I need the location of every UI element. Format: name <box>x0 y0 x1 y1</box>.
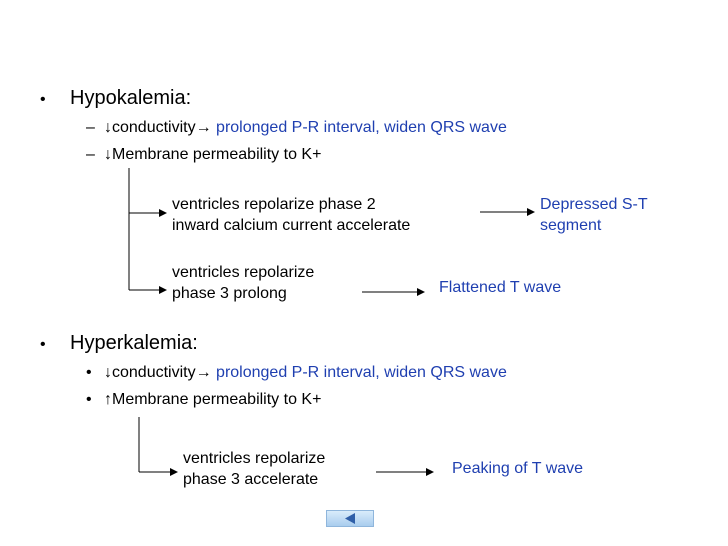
conductivity-label: conductivity→ <box>112 364 217 381</box>
conductivity-effect: prolonged P-R interval, widen QRS wave <box>216 364 507 381</box>
hyper-conductivity-line: ↓conductivity→ prolonged P-R interval, w… <box>104 364 507 382</box>
down-arrow-icon: ↓ <box>104 364 112 381</box>
nav-back-button[interactable] <box>326 510 374 527</box>
down-arrow-icon: ↓ <box>104 146 112 163</box>
hyperkalemia-heading: Hyperkalemia: <box>70 332 198 354</box>
branch2-line2: phase 3 prolong <box>172 285 287 302</box>
hypo-branch1-text: ventricles repolarize phase 2 inward cal… <box>172 194 410 236</box>
hyper-branch-result: Peaking of T wave <box>452 460 584 477</box>
down-arrow-icon: ↓ <box>104 119 112 136</box>
result-line1: Depressed S-T <box>540 196 648 213</box>
hypo-branch2-text: ventricles repolarize phase 3 prolong <box>172 262 314 304</box>
permeability-label: Membrane permeability to K+ <box>112 146 322 163</box>
hypo-permeability-line: ↓Membrane permeability to K+ <box>104 146 321 164</box>
bullet-icon: • <box>86 391 92 408</box>
branch-line2: phase 3 accelerate <box>183 471 319 488</box>
conductivity-effect: prolonged P-R interval, widen QRS wave <box>216 119 507 136</box>
hypo-branch1-result: Depressed S-T segment <box>540 194 648 236</box>
dash-icon: – <box>86 146 95 163</box>
hypo-branch2-result: Flattened T wave <box>439 279 562 296</box>
up-arrow-icon: ↑ <box>104 391 112 408</box>
back-triangle-icon <box>345 513 355 524</box>
permeability-label: Membrane permeability to K+ <box>112 391 322 408</box>
dash-icon: – <box>86 119 95 136</box>
conductivity-label: conductivity→ <box>112 119 217 136</box>
bullet-icon: • <box>86 364 92 381</box>
branch-line1: ventricles repolarize <box>183 450 326 467</box>
bullet-icon: • <box>40 91 46 108</box>
branch1-line1: ventricles repolarize phase 2 <box>172 196 376 213</box>
branch2-line1: ventricles repolarize <box>172 264 315 281</box>
hypokalemia-heading: Hypokalemia: <box>70 87 192 109</box>
hyper-branch-text: ventricles repolarize phase 3 accelerate <box>183 448 325 490</box>
bullet-icon: • <box>40 336 46 353</box>
result-line2: segment <box>540 217 602 234</box>
hyper-permeability-line: ↑Membrane permeability to K+ <box>104 391 321 409</box>
branch1-line2: inward calcium current accelerate <box>172 217 411 234</box>
hypo-conductivity-line: ↓conductivity→ prolonged P-R interval, w… <box>104 119 507 137</box>
